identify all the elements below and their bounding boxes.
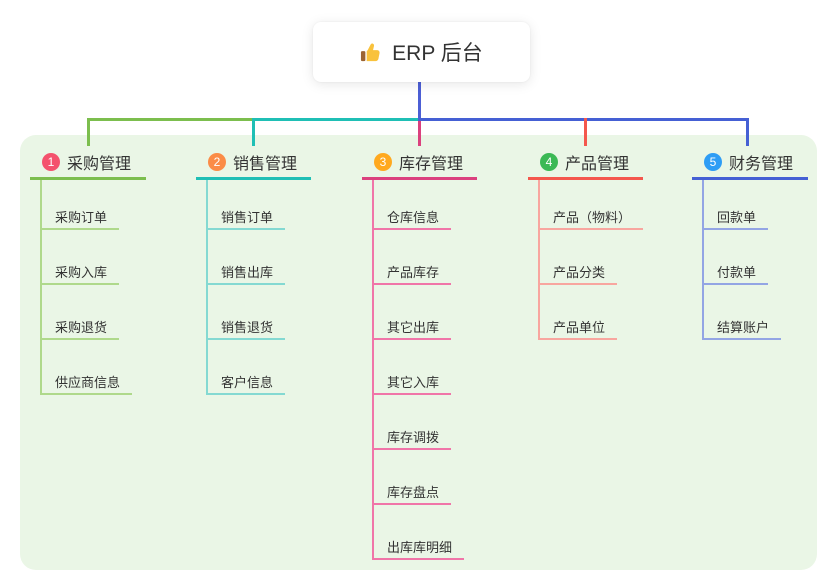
child-node[interactable]: 结算账户 [702,318,782,340]
drop-line-purchase [87,118,90,146]
child-node[interactable]: 出库库明细 [372,538,465,560]
drop-line-sales [252,118,255,146]
child-node[interactable]: 销售退货 [206,318,286,340]
drop-line-product [584,118,587,146]
branch-number-badge: 1 [42,152,60,171]
bus-line-green [87,118,254,121]
thumbs-up-icon [360,41,383,64]
drop-line-inventory [418,121,421,146]
branch-inventory-head[interactable]: 3 库存管理 [362,146,477,180]
branch-sales-head[interactable]: 2 销售管理 [196,146,311,180]
branch-number-badge: 2 [208,152,226,171]
child-node[interactable]: 仓库信息 [372,208,452,230]
branch-purchase: 1 采购管理 采购订单 采购入库 采购退货 供应商信息 [30,146,146,395]
child-node[interactable]: 产品（物料） [538,208,644,230]
child-node[interactable]: 回款单 [702,208,769,230]
child-connector-line [702,180,704,340]
drop-line-finance [746,118,749,146]
branch-sales: 2 销售管理 销售订单 销售出库 销售退货 客户信息 [196,146,311,395]
child-connector-line [372,180,374,560]
child-node[interactable]: 产品库存 [372,263,452,285]
child-node[interactable]: 采购订单 [40,208,120,230]
child-node[interactable]: 库存调拨 [372,428,452,450]
child-node[interactable]: 其它出库 [372,318,452,340]
branch-label: 销售管理 [233,155,298,173]
branch-label: 财务管理 [729,155,794,173]
child-node[interactable]: 库存盘点 [372,483,452,505]
root-connector-line [418,82,421,121]
branch-number-badge: 4 [540,152,558,171]
child-connector-line [206,180,208,395]
root-node[interactable]: ERP 后台 [313,22,530,82]
branch-label: 采购管理 [67,155,132,173]
child-connector-line [40,180,42,395]
child-node[interactable]: 销售出库 [206,263,286,285]
child-node[interactable]: 采购入库 [40,263,120,285]
child-connector-line [538,180,540,340]
branch-finance: 5 财务管理 回款单 付款单 结算账户 [692,146,808,340]
child-node[interactable]: 产品分类 [538,263,618,285]
branch-purchase-head[interactable]: 1 采购管理 [30,146,146,180]
child-node[interactable]: 采购退货 [40,318,120,340]
mindmap-background [20,135,817,570]
root-label: ERP 后台 [392,42,483,65]
bus-line-blue [418,118,749,121]
branch-number-badge: 3 [374,152,392,171]
child-node[interactable]: 客户信息 [206,373,286,395]
branch-inventory: 3 库存管理 仓库信息 产品库存 其它出库 其它入库 库存调拨 库存盘点 出库库… [362,146,477,560]
child-node[interactable]: 付款单 [702,263,769,285]
child-node[interactable]: 产品单位 [538,318,618,340]
branch-label: 库存管理 [399,155,464,173]
child-node[interactable]: 供应商信息 [40,373,133,395]
branch-product-head[interactable]: 4 产品管理 [528,146,643,180]
branch-label: 产品管理 [565,155,630,173]
bus-line-teal [252,118,419,121]
child-node[interactable]: 销售订单 [206,208,286,230]
child-node[interactable]: 其它入库 [372,373,452,395]
branch-product: 4 产品管理 产品（物料） 产品分类 产品单位 [528,146,644,340]
branch-finance-head[interactable]: 5 财务管理 [692,146,808,180]
branch-number-badge: 5 [704,152,722,171]
